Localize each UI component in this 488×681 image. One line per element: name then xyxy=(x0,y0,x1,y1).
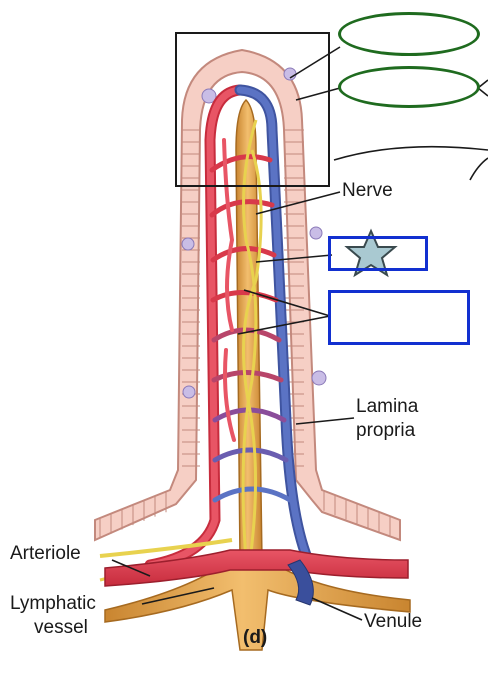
goblet-cell xyxy=(311,370,327,386)
panel-label: (d) xyxy=(243,627,268,648)
zoom-box xyxy=(175,32,330,187)
goblet-cell xyxy=(182,385,196,399)
nerve-base xyxy=(99,538,233,558)
arteriole xyxy=(104,549,409,587)
label-blank-oval-1[interactable] xyxy=(338,12,480,56)
label-nerve: Nerve xyxy=(342,180,393,201)
venule xyxy=(287,559,314,606)
label-lamina-line1: Lamina xyxy=(356,396,419,417)
label-lymphatic-line1: Lymphatic xyxy=(10,593,96,614)
star-icon xyxy=(344,228,398,278)
leader-lines xyxy=(111,46,488,621)
label-venule: Venule xyxy=(364,611,423,632)
goblet-cell xyxy=(201,88,217,104)
label-lamina-line2: propria xyxy=(356,420,416,441)
label-blank-oval-2[interactable] xyxy=(338,66,480,108)
label-blank-rect-star[interactable] xyxy=(328,236,428,271)
label-blank-rect-2[interactable] xyxy=(328,290,470,345)
goblet-cell xyxy=(181,237,195,251)
capillary-network xyxy=(144,84,316,571)
label-arteriole: Arteriole xyxy=(10,543,81,564)
label-lymphatic-line2: vessel xyxy=(34,617,88,638)
goblet-cell xyxy=(309,226,323,240)
